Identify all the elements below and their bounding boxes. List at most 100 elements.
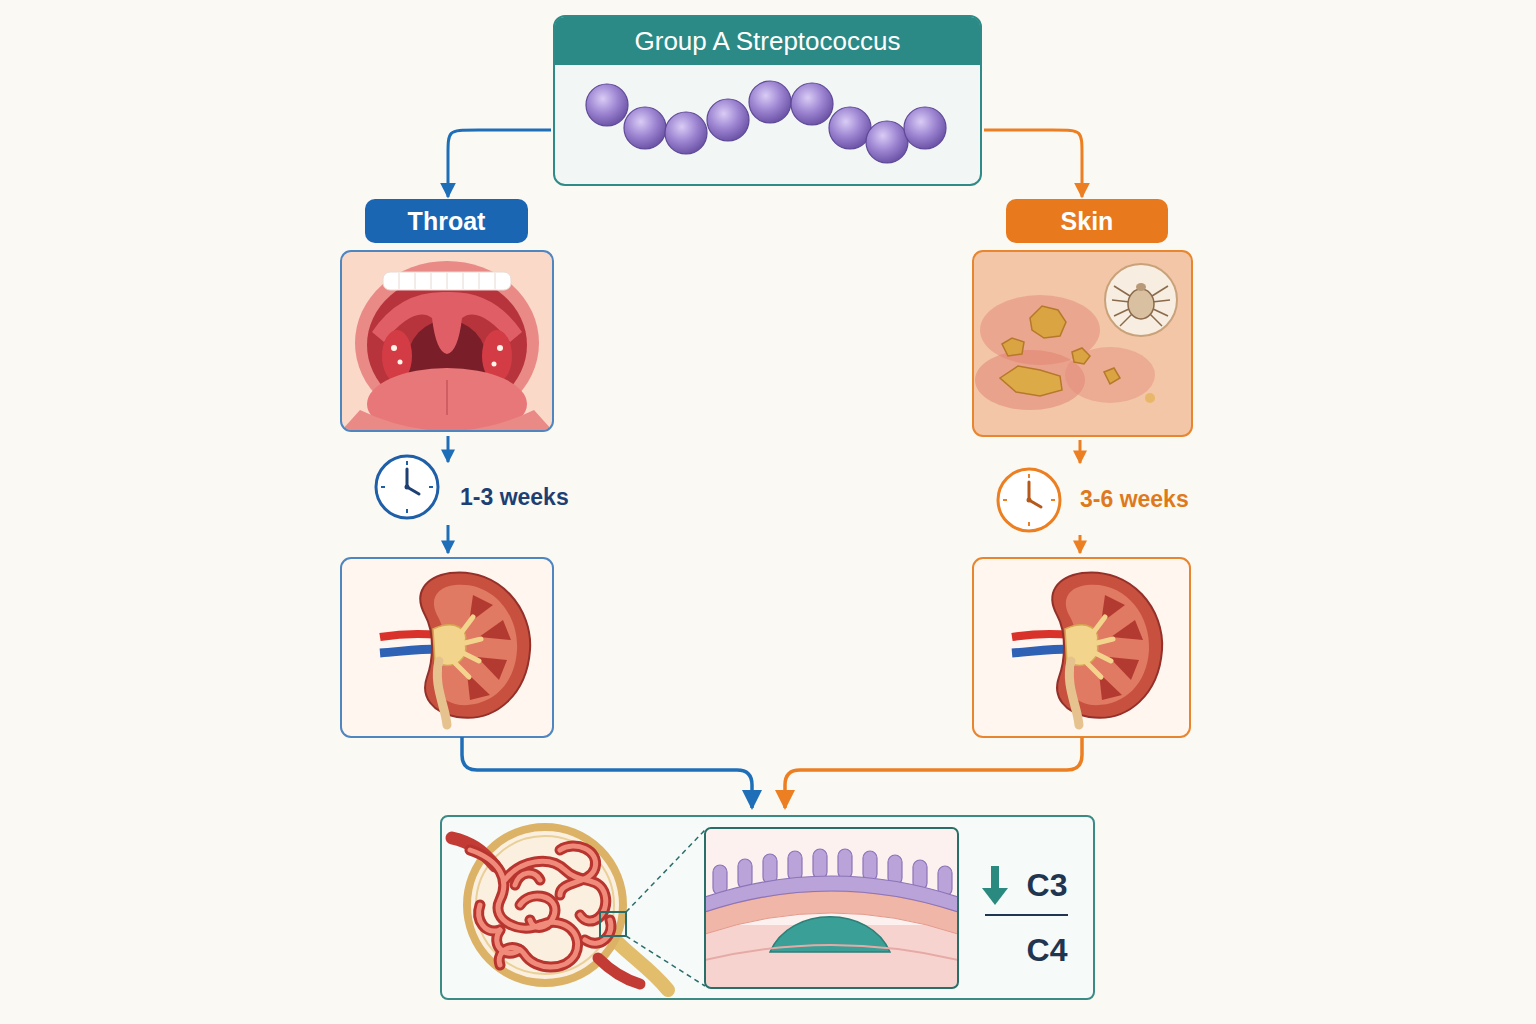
flow-arrow bbox=[785, 737, 1082, 808]
coccus-chain bbox=[749, 81, 791, 123]
mite-inset bbox=[1120, 313, 1133, 326]
membrane-inset bbox=[705, 828, 958, 988]
coccus-chain bbox=[791, 83, 833, 125]
clock-icon bbox=[1003, 474, 1055, 526]
membrane-inset bbox=[838, 849, 852, 879]
throat-picture bbox=[367, 368, 527, 430]
clock-icon bbox=[1029, 482, 1041, 507]
throat-picture bbox=[398, 360, 403, 365]
clock-icon bbox=[381, 461, 433, 513]
skin-picture bbox=[973, 251, 1192, 436]
coccus-chain bbox=[829, 107, 871, 149]
clock-icon bbox=[407, 469, 419, 494]
kidney-picture bbox=[973, 558, 1190, 737]
decrease-arrow bbox=[982, 888, 1008, 905]
throat-picture bbox=[341, 251, 553, 431]
mite-inset bbox=[1152, 286, 1168, 296]
flow-arrow bbox=[448, 130, 551, 197]
skin-picture bbox=[1145, 393, 1155, 403]
flow-arrow bbox=[448, 436, 1080, 553]
clock-icon bbox=[376, 456, 438, 518]
site-pill: Throat bbox=[365, 199, 528, 243]
duration-label: 3-6 weeks bbox=[1080, 486, 1189, 513]
membrane-inset bbox=[705, 828, 958, 995]
kidney-picture bbox=[341, 558, 553, 737]
throat-picture bbox=[383, 272, 511, 290]
throat-picture bbox=[399, 273, 495, 289]
coccus-chain bbox=[586, 84, 628, 126]
membrane-inset bbox=[706, 945, 957, 960]
mite-inset bbox=[1105, 264, 1177, 336]
complement-label: C4 bbox=[1027, 932, 1068, 969]
membrane-inset bbox=[788, 851, 802, 881]
organism-box: Group A Streptococcus bbox=[553, 15, 982, 186]
flow-arrow bbox=[462, 737, 1082, 808]
coccus-chain bbox=[866, 121, 908, 163]
skin-picture bbox=[1065, 347, 1155, 403]
throat-picture bbox=[497, 345, 503, 351]
skin-picture bbox=[1030, 306, 1066, 338]
coccus-chain bbox=[707, 99, 749, 141]
throat-picture bbox=[341, 251, 553, 440]
flow-arrow bbox=[984, 130, 1082, 197]
membrane-inset bbox=[863, 851, 877, 881]
glomerulus-panel bbox=[470, 846, 611, 967]
flow-arrow bbox=[1079, 440, 1082, 463]
membrane-inset bbox=[706, 849, 957, 912]
flow-arrow bbox=[447, 436, 450, 462]
membrane-inset bbox=[706, 849, 957, 987]
clock-icon bbox=[376, 456, 438, 518]
duration-label: 1-3 weeks bbox=[460, 484, 569, 511]
skin-picture bbox=[1002, 338, 1024, 356]
clock-icon bbox=[998, 469, 1060, 531]
decrease-arrow bbox=[991, 866, 999, 890]
coccus-chain bbox=[624, 107, 666, 149]
glomerulus-box: C3C4 bbox=[440, 815, 1095, 1000]
mite-inset bbox=[1136, 283, 1146, 291]
glomerulus-panel bbox=[626, 830, 705, 986]
glomerulus-panel bbox=[598, 958, 640, 984]
mite-inset bbox=[1152, 300, 1170, 302]
skin-picture bbox=[973, 251, 1192, 436]
membrane-inset bbox=[706, 876, 957, 912]
skin-picture bbox=[973, 251, 1192, 436]
kidney-picture bbox=[341, 558, 553, 737]
mite-inset bbox=[1112, 286, 1170, 326]
coccus-chain bbox=[904, 107, 946, 149]
flow-arrow bbox=[462, 737, 752, 808]
skin-picture bbox=[1000, 366, 1062, 396]
bacteria-panel bbox=[553, 15, 982, 186]
mite-inset bbox=[1105, 264, 1177, 336]
flow-arrow bbox=[1079, 535, 1082, 553]
throat-picture bbox=[342, 252, 552, 430]
clock-icon bbox=[1027, 498, 1032, 503]
complement-label: C3 bbox=[1027, 867, 1068, 904]
clock-icon bbox=[998, 469, 1060, 531]
fraction-line bbox=[985, 914, 1068, 916]
kidney-picture bbox=[1012, 572, 1162, 725]
membrane-inset bbox=[813, 849, 827, 879]
glomerulus-panel bbox=[470, 846, 611, 967]
coccus-chain bbox=[586, 81, 946, 163]
clock-icon bbox=[405, 485, 410, 490]
throat-picture bbox=[492, 362, 497, 367]
glomerulus-panel bbox=[440, 815, 1095, 1000]
mite-inset bbox=[1128, 289, 1154, 319]
infection-site: Skin bbox=[973, 199, 1192, 436]
throat-picture bbox=[446, 380, 448, 415]
mite-inset bbox=[1112, 300, 1130, 302]
infection-site: Throat bbox=[341, 199, 553, 431]
glomerulus-panel bbox=[600, 912, 626, 936]
mite-inset bbox=[1149, 313, 1162, 326]
membrane-inset bbox=[763, 854, 777, 884]
mite-inset bbox=[1114, 286, 1130, 296]
kidney-picture bbox=[380, 572, 530, 725]
throat-picture bbox=[342, 410, 552, 430]
skin-picture bbox=[1104, 368, 1120, 384]
throat-picture bbox=[391, 345, 397, 351]
decrease-arrow bbox=[982, 866, 1008, 905]
